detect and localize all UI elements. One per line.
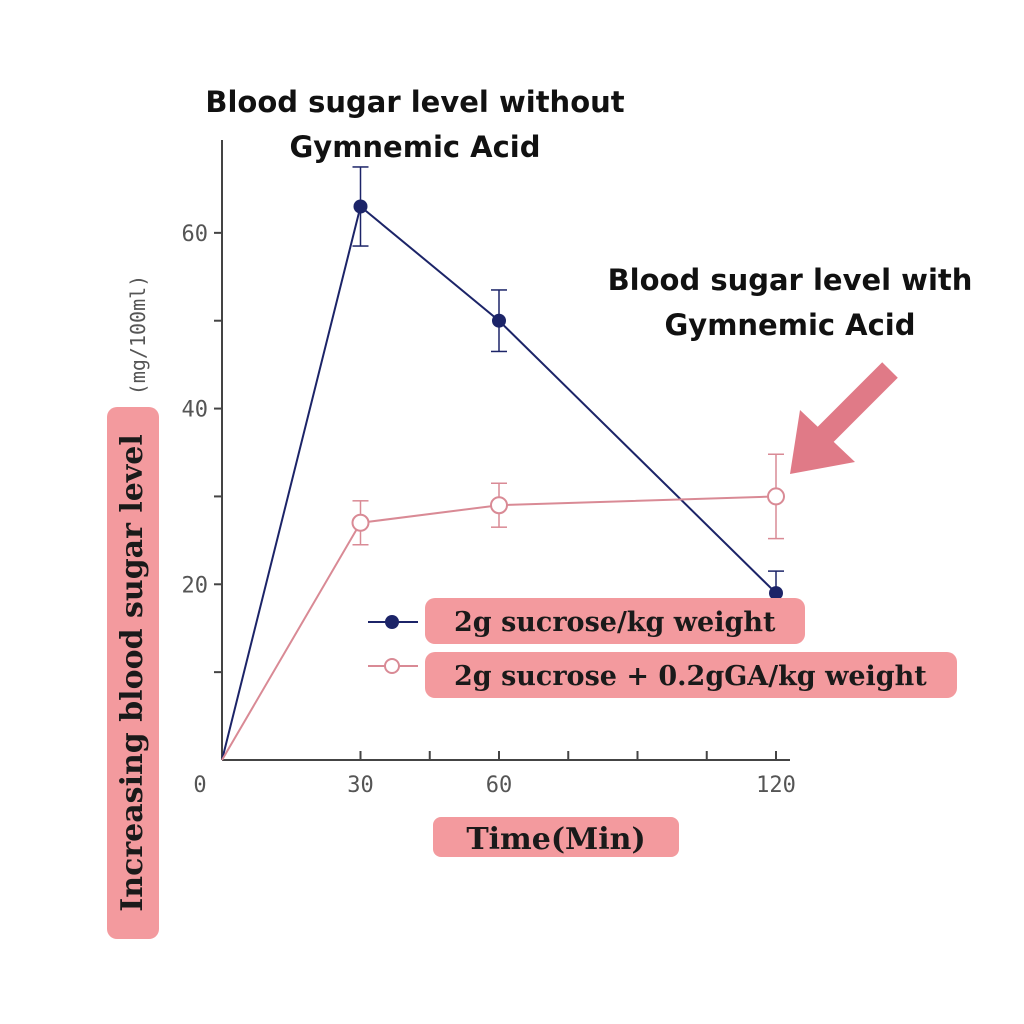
data-point (353, 199, 368, 214)
y-unit-label: (mg/100ml) (126, 275, 150, 395)
y-tick-label: 60 (182, 222, 209, 247)
legend-label-series-1: 2g sucrose/kg weight (454, 607, 776, 638)
legend-marker-series-2 (384, 658, 400, 674)
data-point (492, 313, 506, 328)
series-1-line (221, 204, 777, 761)
x-tick-label: 0 (193, 773, 206, 798)
x-tick-label: 120 (756, 773, 796, 798)
data-point (769, 586, 783, 601)
annotation-with-line-2: Gymnemic Acid (664, 308, 915, 342)
series-2-line (221, 495, 777, 761)
y-tick-label: 40 (182, 398, 209, 423)
data-point (490, 496, 508, 515)
y-tick-label: 20 (182, 573, 209, 598)
legend-marker-series-1 (385, 615, 399, 629)
x-tick-label: 60 (486, 773, 513, 798)
series-layer (221, 166, 785, 761)
arrow-icon (790, 362, 898, 474)
xlabel-box (433, 817, 679, 857)
series-2 (221, 453, 785, 761)
data-point (767, 487, 785, 506)
x-tick-label: 30 (347, 773, 374, 798)
legend-box-series-2 (425, 652, 957, 698)
annotation-without-line-2: Gymnemic Acid (289, 130, 540, 164)
legend: 2g sucrose/kg weight 2g sucrose + 0.2gGA… (368, 598, 957, 698)
legend-box-series-1 (425, 598, 805, 644)
series-1 (221, 166, 784, 761)
annotation-without-line-1: Blood sugar level without (205, 85, 624, 119)
axes (221, 140, 790, 761)
x-axis-label: Time(Min) (466, 822, 645, 857)
annotation-with-line-1: Blood sugar level with (608, 263, 973, 297)
ylabel-box (107, 407, 159, 939)
ticks: 20 40 60 0 30 60 120 (182, 222, 796, 798)
data-point (351, 513, 370, 532)
legend-label-series-2: 2g sucrose + 0.2gGA/kg weight (454, 661, 927, 692)
y-axis-label: Increasing blood sugar level (115, 434, 150, 912)
